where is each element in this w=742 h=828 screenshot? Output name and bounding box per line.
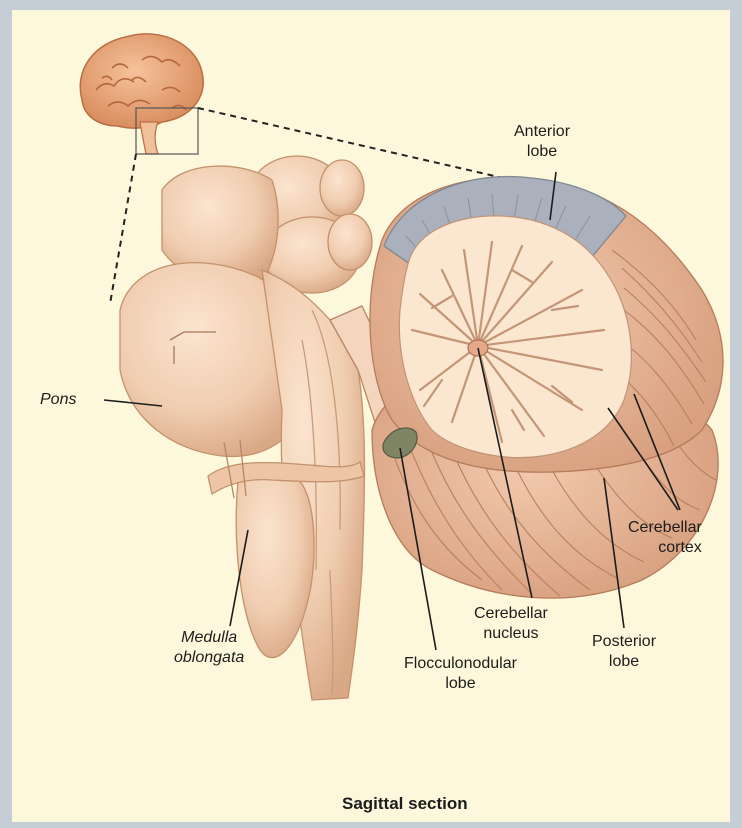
label-medulla-oblongata: Medulla oblongata (174, 628, 244, 668)
label-anterior-lobe: Anterior lobe (514, 122, 570, 162)
cerebellum-illustration (12, 10, 730, 822)
brain-thumbnail (80, 34, 203, 154)
label-cerebellar-nucleus: Cerebellar nucleus (474, 604, 548, 644)
label-flocculonodular-lobe: Flocculonodular lobe (404, 654, 517, 694)
brainstem (120, 156, 402, 700)
label-cerebellar-cortex: Cerebellar cortex (628, 518, 702, 558)
figure-caption: Sagittal section (342, 794, 468, 814)
label-pons: Pons (40, 390, 76, 410)
figure-panel: Anterior lobe Pons Medulla oblongata Cer… (12, 10, 730, 822)
label-posterior-lobe: Posterior lobe (592, 632, 656, 672)
